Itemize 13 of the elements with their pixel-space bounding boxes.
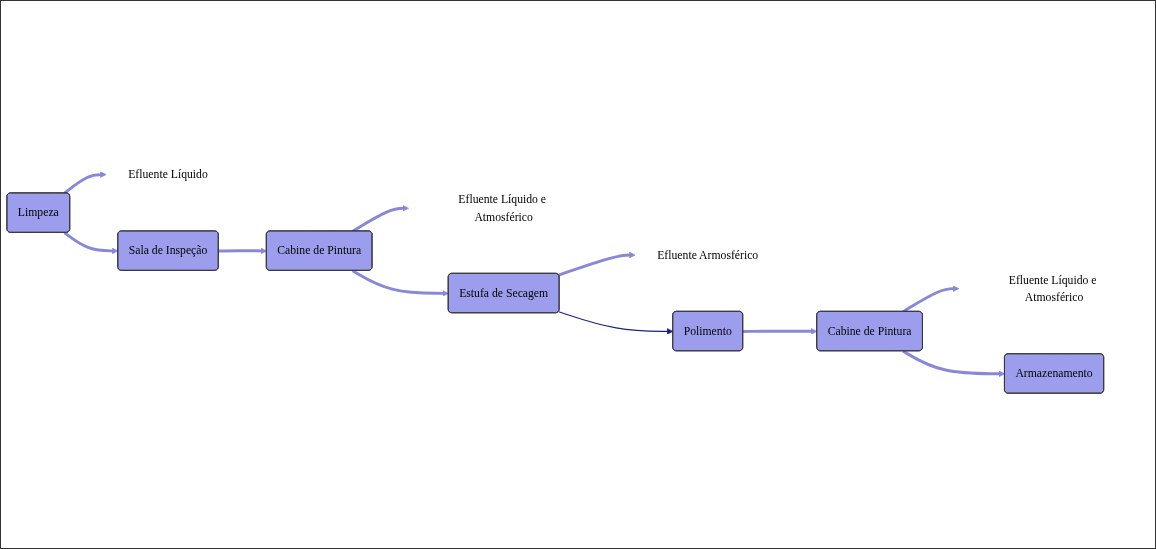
node-text: Efluente Líquido <box>128 168 208 181</box>
arrow <box>218 248 267 255</box>
node-text: Efluente Armosférico <box>657 248 759 262</box>
arrow <box>351 205 409 233</box>
arrow <box>558 311 674 336</box>
arrow <box>63 171 107 195</box>
node-text: Efluente Líquido e Atmosférico <box>458 193 547 224</box>
arrow <box>351 269 449 298</box>
arrow <box>902 350 1006 378</box>
arrow <box>743 328 818 335</box>
arrow <box>558 252 636 277</box>
arrow <box>63 232 119 255</box>
node-text: Efluente Líquido e Atmosférico <box>1008 273 1097 304</box>
